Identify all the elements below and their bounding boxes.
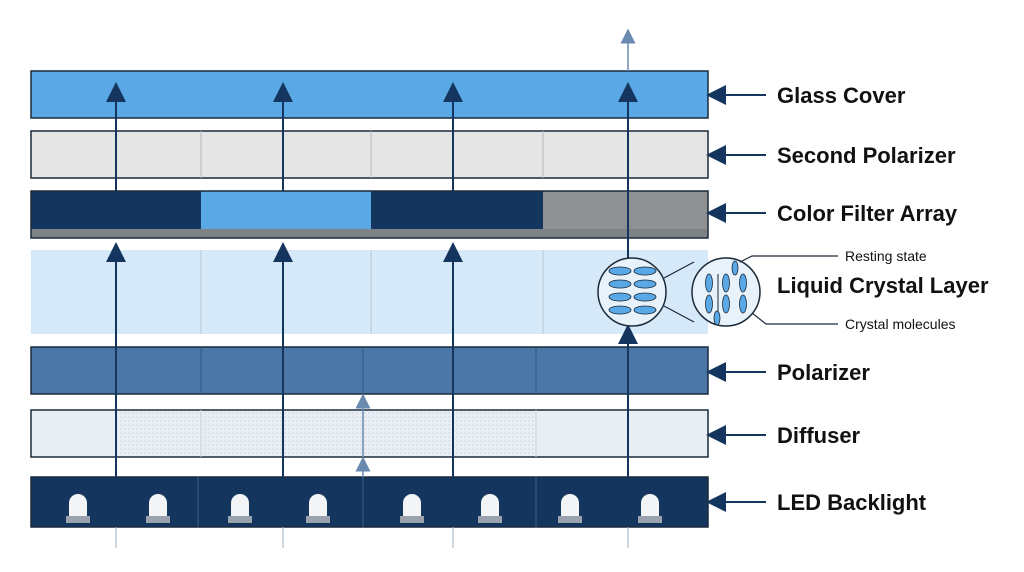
led-backlight-layer [30, 476, 709, 528]
crystal-molecules-magnifier [691, 257, 761, 327]
led-bulb-icon [400, 494, 424, 523]
led-bulb-icon [558, 494, 582, 523]
crystal-molecules-label: Crystal molecules [845, 316, 955, 332]
polarizer-layer [30, 346, 709, 395]
led-bulb-icon [306, 494, 330, 523]
color-filter-array-label: Color Filter Array [777, 201, 958, 226]
diffuser-label: Diffuser [777, 423, 861, 448]
light-paths [106, 82, 638, 477]
liquid-crystal-layer-label: Liquid Crystal Layer [777, 273, 989, 298]
color-filter-cell [371, 191, 543, 229]
glass-cover-label: Glass Cover [777, 83, 906, 108]
liquid-crystal-layer [31, 250, 708, 334]
color-filter-cell [201, 191, 371, 229]
resting-state-label: Resting state [845, 248, 927, 264]
color-filter-array-layer [30, 190, 709, 239]
led-bulb-icon [146, 494, 170, 523]
color-filter-cell [31, 191, 201, 229]
polarizer-label: Polarizer [777, 360, 870, 385]
led-bulb-icon [638, 494, 662, 523]
label-arrows [706, 85, 766, 512]
led-bulb-icon [66, 494, 90, 523]
second-polarizer-layer [30, 130, 709, 179]
led-bulb-icon [478, 494, 502, 523]
color-filter-cell [543, 191, 708, 229]
diffuser-layer [30, 409, 709, 458]
led-backlight-label: LED Backlight [777, 490, 927, 515]
glass-cover-layer [30, 70, 709, 119]
resting-state-magnifier [597, 257, 667, 327]
led-bulb-icon [228, 494, 252, 523]
second-polarizer-label: Second Polarizer [777, 143, 956, 168]
